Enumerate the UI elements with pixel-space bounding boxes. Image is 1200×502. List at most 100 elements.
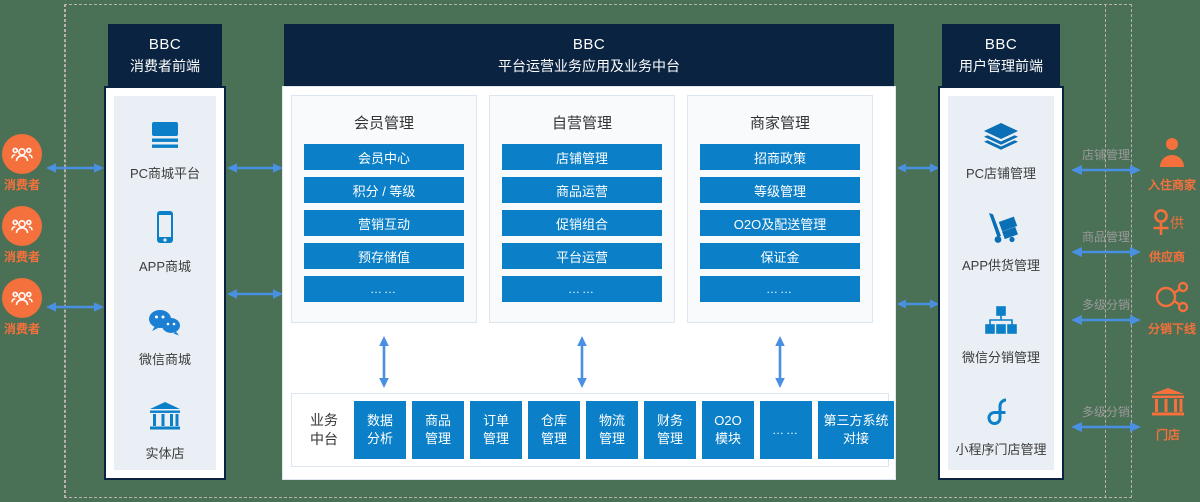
channel-item-app-supply-management[interactable]: APP供货管理 (948, 208, 1054, 274)
center-column-self-operated-management: 自营管理 店铺管理 商品运营 促销组合 平台运营 …… (489, 95, 675, 323)
module-chip[interactable]: 会员中心 (304, 144, 464, 170)
module-chip[interactable]: 促销组合 (502, 210, 662, 236)
distribution-node-icon (1152, 280, 1192, 319)
mid-platform-cell-third-party-integration[interactable]: 第三方系统 对接 (818, 401, 894, 459)
module-chip[interactable]: 招商政策 (700, 144, 860, 170)
supplier-icon: 供 (1148, 208, 1186, 247)
arrow-column2-to-midplatform (575, 335, 589, 389)
cell-line1: 物流 (598, 413, 625, 429)
channel-item-label: 微信分销管理 (961, 350, 1040, 365)
left-channel-panel: PC商城平台 APP商城 (104, 86, 226, 480)
module-chip[interactable]: 积分 / 等级 (304, 177, 464, 203)
arrow-usermgmt-to-merchant (1070, 163, 1142, 177)
cell-line1: 财务 (656, 413, 683, 429)
actor-label: 消费者 (3, 178, 40, 192)
actor-label: 门店 (1155, 428, 1180, 442)
module-chip-more[interactable]: …… (304, 276, 464, 302)
actor-label: 入住商家 (1148, 178, 1197, 192)
cell-line2: 模块 (714, 431, 741, 446)
cell-line1: 数据 (366, 413, 393, 429)
relation-label-multilevel-distribution-1: 多级分销 (1081, 298, 1130, 312)
users-group-icon (2, 206, 42, 246)
channel-item-label: APP商城 (138, 259, 191, 274)
mid-platform-label-line2: 中台 (310, 431, 338, 447)
org-tree-icon (982, 300, 1020, 340)
channel-item-wechat-distribution-management[interactable]: 微信分销管理 (948, 300, 1054, 366)
mid-platform-label-line1: 业务 (310, 412, 338, 429)
arrow-frontend-to-center-top (226, 161, 284, 175)
module-chip[interactable]: 保证金 (700, 243, 860, 269)
cell-line1: 第三方系统 (823, 413, 889, 429)
left-dashed-divider (65, 4, 66, 498)
channel-item-label: APP供货管理 (961, 258, 1040, 273)
relation-label-shop-management: 店铺管理 (1081, 148, 1130, 162)
users-group-icon (2, 134, 42, 174)
relation-label-product-management: 商品管理 (1081, 230, 1130, 244)
mid-platform-cell-finance-management[interactable]: 财务 管理 (644, 401, 696, 459)
channel-item-wechat-mall[interactable]: 微信商城 (114, 302, 216, 368)
cell-line1: …… (772, 422, 800, 437)
storefront-icon (146, 396, 184, 436)
channel-item-physical-store[interactable]: 实体店 (114, 396, 216, 462)
channel-item-label: PC店铺管理 (965, 166, 1037, 181)
right-panel-header: BBC 用户管理前端 (942, 24, 1060, 86)
mid-platform-cell-more[interactable]: …… (760, 401, 812, 459)
store-gate-icon (1148, 386, 1188, 425)
channel-item-pc-mall[interactable]: PC商城平台 (114, 116, 216, 182)
cell-line2: 管理 (656, 431, 683, 446)
cell-line2: 管理 (540, 431, 567, 446)
right-panel-inner: PC店铺管理 APP供货管理 (948, 96, 1054, 470)
module-chip[interactable]: O2O及配送管理 (700, 210, 860, 236)
channel-item-pc-shop-management[interactable]: PC店铺管理 (948, 116, 1054, 182)
users-group-icon (2, 278, 42, 318)
arrow-center-to-usermgmt-bottom (896, 297, 940, 311)
module-chip-more[interactable]: …… (700, 276, 860, 302)
module-chip[interactable]: 预存储值 (304, 243, 464, 269)
pc-monitor-icon (146, 116, 184, 156)
channel-item-app-mall[interactable]: APP商城 (114, 209, 216, 275)
channel-item-label: 小程序门店管理 (955, 442, 1047, 457)
left-panel-inner: PC商城平台 APP商城 (114, 96, 216, 470)
arrow-usermgmt-to-supplier (1070, 245, 1142, 259)
arrow-consumer3-to-frontend (45, 300, 105, 314)
cell-line1: 商品 (424, 413, 451, 429)
mid-platform-cell-warehouse-management[interactable]: 仓库 管理 (528, 401, 580, 459)
column-title: 商家管理 (749, 115, 810, 132)
channel-item-miniprogram-store-management[interactable]: 小程序门店管理 (948, 392, 1054, 458)
center-header-line2: 平台运营业务应用及业务中台 (498, 57, 680, 74)
actor-consumer-3: 消费者 (2, 278, 42, 337)
arrow-column3-to-midplatform (773, 335, 787, 389)
channel-item-label: PC商城平台 (129, 166, 201, 181)
cell-line2: 对接 (842, 431, 869, 446)
wechat-icon (145, 302, 185, 342)
module-chip[interactable]: 营销互动 (304, 210, 464, 236)
right-header-line2: 用户管理前端 (959, 57, 1043, 74)
module-chip[interactable]: 店铺管理 (502, 144, 662, 170)
center-header: BBC 平台运营业务应用及业务中台 (284, 24, 894, 86)
module-chip[interactable]: 商品运营 (502, 177, 662, 203)
mid-platform-cell-o2o-module[interactable]: O2O 模块 (702, 401, 754, 459)
arrow-center-to-usermgmt-top (896, 161, 940, 175)
mid-platform-cell-order-management[interactable]: 订单 管理 (470, 401, 522, 459)
mid-platform-cell-data-analysis[interactable]: 数据 分析 (354, 401, 406, 459)
arrow-column1-to-midplatform (377, 335, 391, 389)
mid-platform-cells: 数据 分析 商品 管理 订单 管理 仓库 管理 物流 管理 (354, 401, 894, 459)
mini-program-icon (984, 392, 1018, 432)
actor-label: 消费者 (3, 250, 40, 264)
right-channel-panel: PC店铺管理 APP供货管理 (938, 86, 1064, 480)
center-panel: 会员管理 会员中心 积分 / 等级 营销互动 预存储值 …… 自营管理 店铺管理… (282, 86, 896, 480)
actor-consumer-2: 消费者 (2, 206, 42, 265)
layers-icon (981, 116, 1021, 156)
mid-platform-cell-logistics-management[interactable]: 物流 管理 (586, 401, 638, 459)
arrow-consumer1-to-frontend (45, 161, 105, 175)
module-chip[interactable]: 平台运营 (502, 243, 662, 269)
center-header-line1: BBC (572, 35, 606, 53)
mid-platform-strip: 业务 中台 数据 分析 商品 管理 订单 管理 仓库 管理 (291, 393, 894, 467)
actor-label: 分销下线 (1148, 322, 1197, 336)
module-chip-more[interactable]: …… (502, 276, 662, 302)
cell-line1: O2O (714, 413, 742, 429)
mid-platform-cell-product-management[interactable]: 商品 管理 (412, 401, 464, 459)
module-chip[interactable]: 等级管理 (700, 177, 860, 203)
cell-line2: 管理 (482, 431, 509, 446)
cell-line2: 管理 (598, 431, 625, 446)
